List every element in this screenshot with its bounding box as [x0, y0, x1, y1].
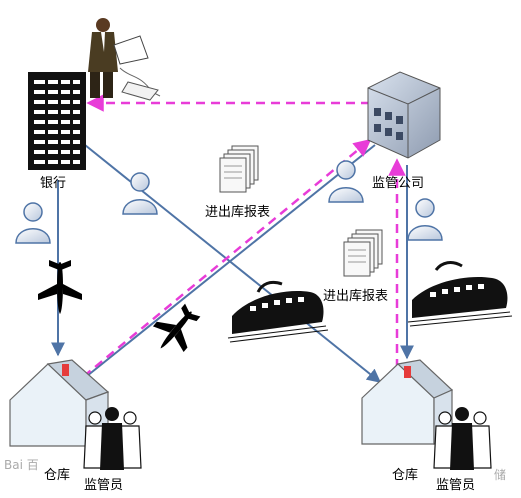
supervisor-company-building-icon [367, 71, 441, 159]
supervisor-staff-person-icon [407, 198, 443, 241]
businessman-icon [88, 18, 161, 101]
report-documents-icon-right [343, 229, 383, 277]
supervisor-to-left-warehouse-line [81, 144, 376, 381]
inspector-label-left: 监管员 [84, 478, 124, 493]
airplane-icon-left [38, 260, 82, 314]
watermark-right: 储 [494, 468, 507, 482]
report-label-right: 进出库报表 [323, 289, 389, 304]
transfer-person-icon-center [328, 160, 364, 203]
left-warehouse-to-supervisor-dashed [71, 138, 372, 387]
warehouse-label-left: 仓库 [44, 468, 71, 483]
report-documents-icon-left [219, 145, 259, 193]
report-label-left: 进出库报表 [205, 205, 271, 220]
bank-label: 银行 [40, 176, 67, 191]
inspector-label-right: 监管员 [436, 478, 476, 493]
watermark-left: Bai 百 [4, 458, 39, 472]
airplane-icon-center [152, 303, 201, 353]
supervisor-company-label: 监管公司 [372, 176, 425, 191]
bank-staff-person-icon [15, 202, 51, 244]
warehouse-label-right: 仓库 [392, 468, 419, 483]
bank-building-icon [28, 72, 86, 170]
transfer-person-icon-left [122, 172, 158, 215]
inspector-group-icon-right [433, 407, 492, 470]
train-icon-center [227, 280, 329, 343]
inspector-group-icon-left [83, 407, 142, 470]
train-icon-right [407, 261, 513, 327]
